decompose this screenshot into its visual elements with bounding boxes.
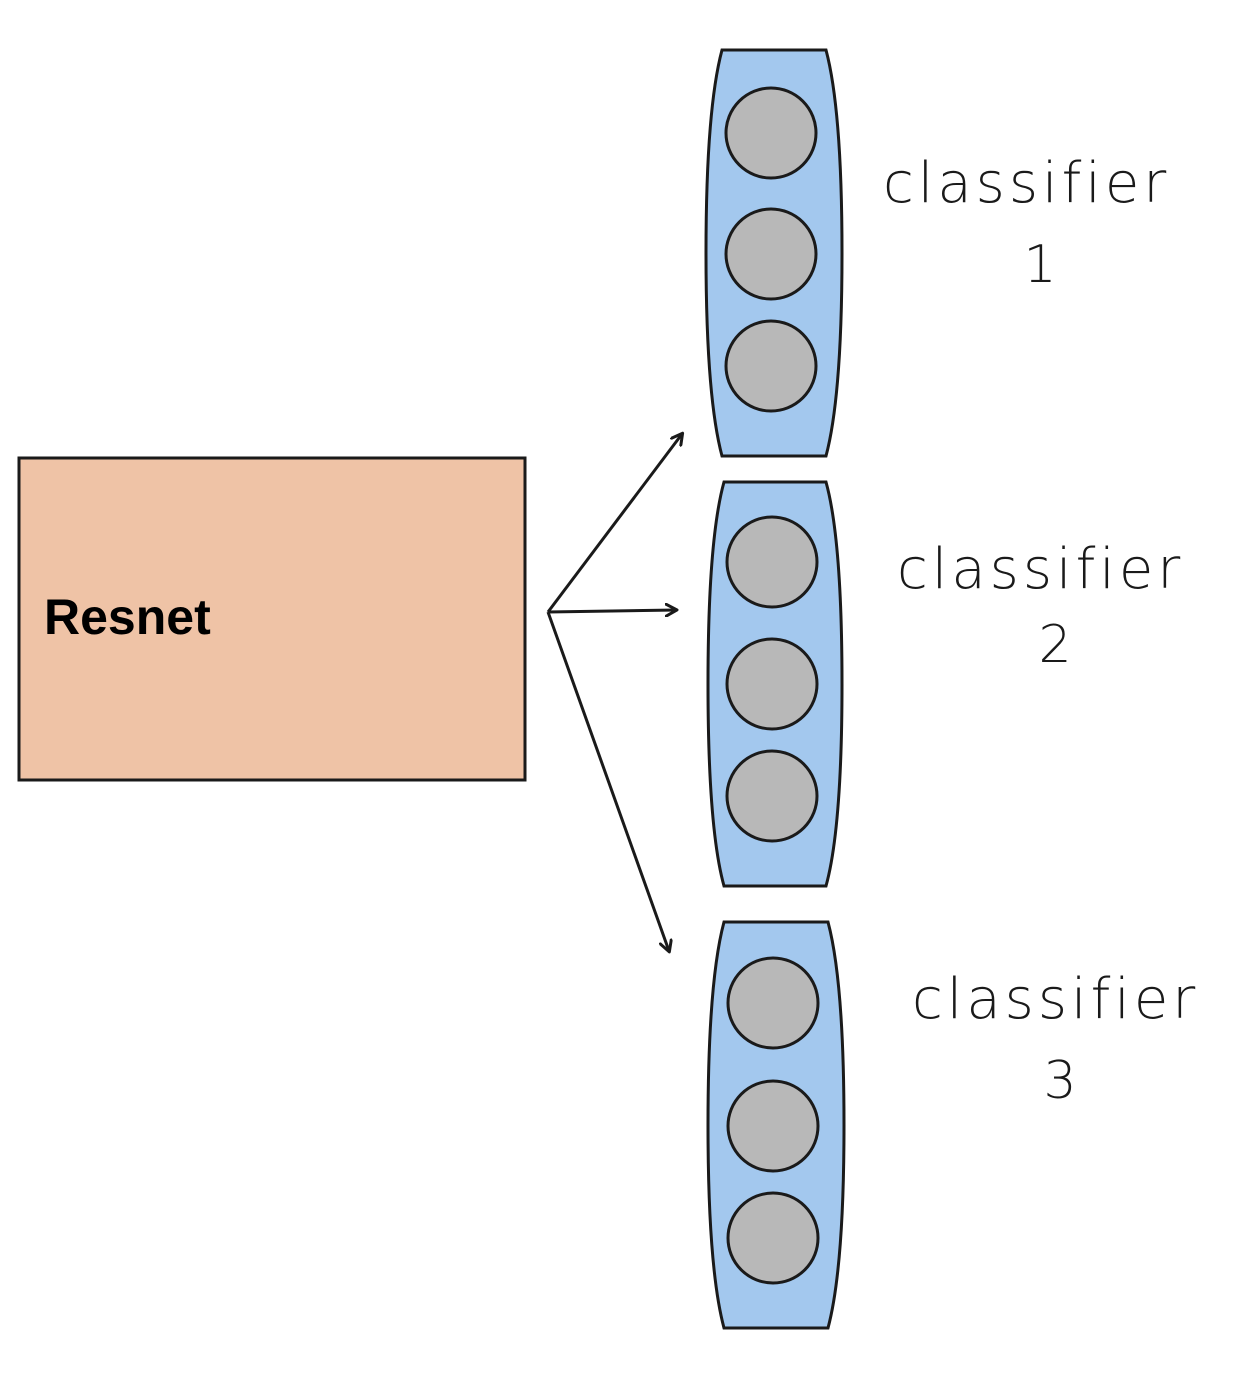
classifier-1: classifier 1 bbox=[704, 48, 1170, 458]
classifier-3: classifier 3 bbox=[706, 920, 1199, 1330]
classifier-3-number: 3 bbox=[1043, 1051, 1076, 1111]
fanout-arrows bbox=[546, 434, 682, 951]
classifier-2-label: classifier bbox=[897, 537, 1184, 602]
arrow-to-classifier-3 bbox=[546, 611, 669, 951]
resnet-box bbox=[17, 456, 527, 782]
classifier-1-neuron-1 bbox=[724, 86, 818, 180]
classifier-2-neuron-2 bbox=[725, 637, 819, 731]
classifier-2-number: 2 bbox=[1038, 615, 1071, 675]
classifier-3-neuron-3 bbox=[726, 1191, 820, 1285]
arrow-to-classifier-2 bbox=[547, 610, 676, 612]
classifier-2-neuron-3 bbox=[725, 749, 819, 843]
classifier-3-neuron-1 bbox=[726, 956, 820, 1050]
classifier-3-neuron-2 bbox=[726, 1079, 820, 1173]
classifier-1-neuron-3 bbox=[724, 319, 818, 413]
resnet-block: Resnet bbox=[17, 456, 527, 782]
classifier-1-number: 1 bbox=[1023, 235, 1056, 295]
arrow-to-classifier-1 bbox=[546, 434, 682, 613]
resnet-label: Resnet bbox=[44, 589, 211, 645]
classifier-1-label: classifier bbox=[883, 151, 1170, 216]
classifier-3-label: classifier bbox=[912, 967, 1199, 1032]
classifier-2: classifier 2 bbox=[706, 480, 1184, 888]
classifier-2-neuron-1 bbox=[725, 515, 819, 609]
classifier-1-neuron-2 bbox=[724, 207, 818, 301]
